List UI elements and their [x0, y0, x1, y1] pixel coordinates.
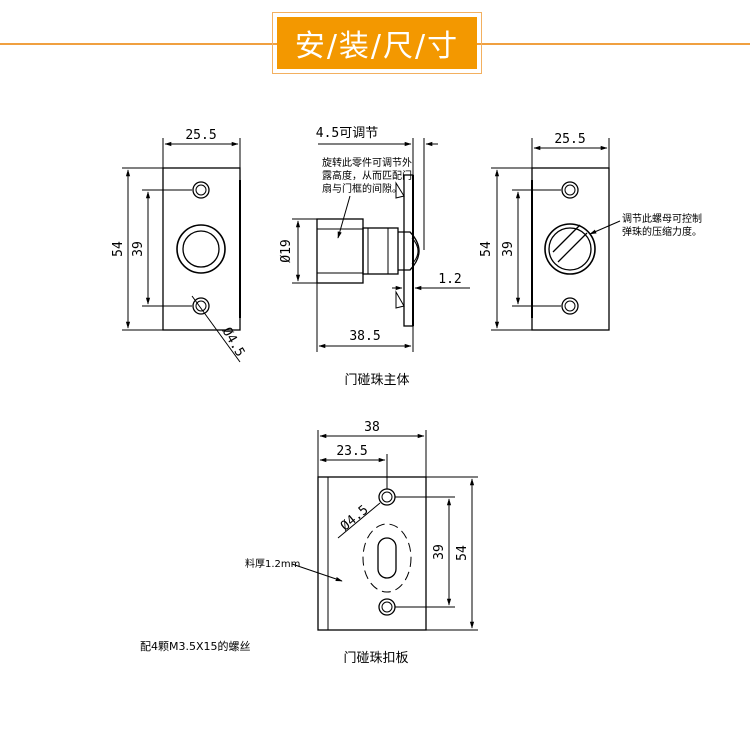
screw-note: 配4颗M3.5X15的螺丝	[140, 639, 251, 653]
caption-strike-plate: 门碰珠扣板	[343, 651, 408, 666]
side-dia-label: Ø19	[279, 239, 294, 262]
front-spacing-label: 39	[131, 241, 146, 257]
front-hole-dia-label: Ø4.5	[219, 325, 248, 360]
plate-thickness-note: 料厚1.2mm	[245, 557, 300, 570]
side-note-line-1: 旋转此零件可调节外	[322, 156, 412, 169]
strike-plate-view	[291, 430, 478, 631]
plate-spacing-label: 39	[432, 544, 447, 560]
side-thickness-label: 1.2	[438, 272, 461, 287]
body-side-view	[292, 138, 470, 352]
front-width-label: 25.5	[185, 128, 216, 143]
back-note-line-2: 弹珠的压缩力度。	[622, 225, 702, 238]
back-note-line-1: 调节此螺母可控制	[622, 212, 702, 225]
header-line-left	[0, 43, 277, 45]
side-adjust-label: 4.5可调节	[316, 126, 378, 141]
back-width-label: 25.5	[554, 132, 585, 147]
header-line-right	[477, 43, 750, 45]
caption-main-body: 门碰珠主体	[344, 373, 409, 388]
plate-width-label: 38	[364, 420, 380, 435]
front-height-label: 54	[111, 241, 126, 257]
plate-hole-dia-label: Ø4.5	[338, 503, 372, 535]
back-spacing-label: 39	[501, 241, 516, 257]
side-note-line-2: 露高度，从而匹配门	[322, 169, 412, 182]
plate-height-label: 54	[455, 545, 470, 561]
side-length-label: 38.5	[349, 329, 380, 344]
body-back-view	[491, 138, 621, 331]
section-title: 安/装/尺/寸	[272, 12, 482, 74]
plate-offset-label: 23.5	[336, 444, 367, 459]
side-note-line-3: 扇与门框的间隙。	[322, 182, 402, 195]
body-front-view	[122, 138, 241, 363]
back-height-label: 54	[479, 241, 494, 257]
